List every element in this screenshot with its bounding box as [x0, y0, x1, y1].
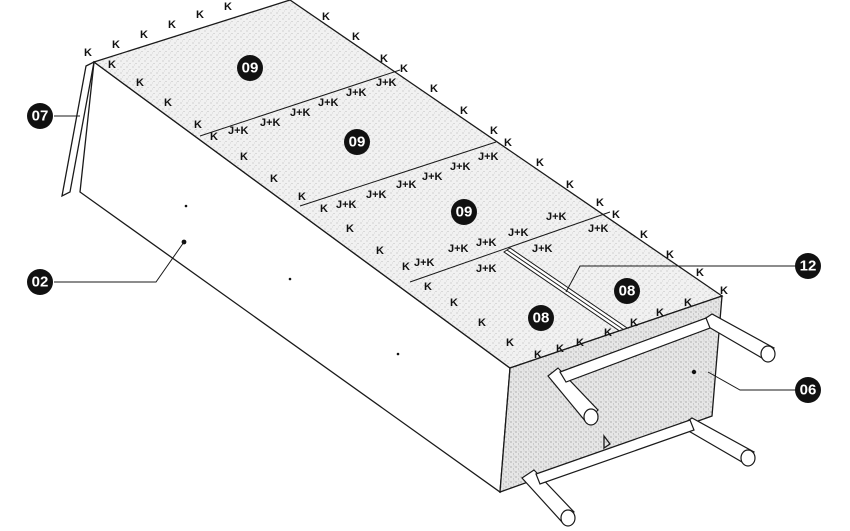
svg-text:K: K [194, 119, 202, 131]
leader-12 [565, 265, 796, 293]
svg-text:J+K: J+K [346, 87, 367, 99]
svg-text:J+K: J+K [318, 97, 339, 109]
svg-text:K: K [320, 203, 328, 215]
svg-text:J+K: J+K [532, 243, 553, 255]
svg-text:J+K: J+K [376, 77, 397, 89]
screw-hole [396, 352, 400, 356]
svg-text:K: K [666, 249, 674, 261]
svg-text:K: K [346, 223, 354, 235]
part-badge-08-right: 08 [614, 278, 640, 304]
svg-text:K: K [402, 261, 410, 273]
svg-text:02: 02 [32, 274, 49, 291]
svg-text:K: K [112, 39, 120, 51]
svg-text:K: K [504, 137, 512, 149]
screw-hole [691, 369, 697, 375]
svg-text:K: K [596, 197, 604, 209]
panel-seam-1 [199, 69, 401, 137]
svg-text:06: 06 [800, 382, 817, 399]
svg-text:K: K [168, 19, 176, 31]
svg-text:J+K: J+K [448, 243, 469, 255]
svg-text:K: K [210, 131, 218, 143]
svg-text:12: 12 [800, 258, 817, 275]
svg-text:K: K [298, 191, 306, 203]
svg-text:K: K [224, 1, 232, 13]
svg-text:K: K [640, 229, 648, 241]
svg-text:09: 09 [242, 60, 259, 77]
svg-text:K: K [656, 307, 664, 319]
svg-text:K: K [630, 317, 638, 329]
svg-text:K: K [604, 327, 612, 339]
svg-text:K: K [108, 59, 116, 71]
panel-seam-2 [299, 141, 497, 207]
svg-text:K: K [424, 281, 432, 293]
svg-text:K: K [430, 83, 438, 95]
svg-text:K: K [322, 11, 330, 23]
svg-text:K: K [490, 125, 498, 137]
svg-text:K: K [450, 297, 458, 309]
svg-text:K: K [534, 349, 542, 361]
svg-text:K: K [140, 29, 148, 41]
svg-text:K: K [566, 179, 574, 191]
svg-text:K: K [164, 97, 172, 109]
svg-text:J+K: J+K [336, 199, 357, 211]
part-badge-09-middle: 09 [344, 129, 370, 155]
part-badge-09-lower: 09 [451, 199, 477, 225]
svg-text:K: K [696, 267, 704, 279]
svg-text:K: K [400, 63, 408, 75]
svg-text:K: K [352, 31, 360, 43]
svg-text:J+K: J+K [422, 171, 443, 183]
part-badge-12: 12 [795, 253, 821, 279]
part-badge-07: 07 [27, 103, 53, 129]
part-badge-09-top: 09 [237, 55, 263, 81]
part-badge-06: 06 [795, 377, 821, 403]
svg-text:J+K: J+K [546, 211, 567, 223]
end-strip [61, 60, 95, 198]
part-badge-02: 02 [27, 269, 53, 295]
svg-text:K: K [380, 53, 388, 65]
svg-text:J+K: J+K [260, 117, 281, 129]
svg-text:K: K [240, 151, 248, 163]
svg-text:K: K [84, 47, 92, 59]
hardware-labels: K K K K K K K K K K K K K K K K K K K K … [84, 1, 728, 361]
svg-text:J+K: J+K [478, 151, 499, 163]
svg-text:K: K [720, 285, 728, 297]
svg-text:J+K: J+K [228, 125, 249, 137]
end-panel [499, 295, 723, 493]
svg-text:J+K: J+K [476, 237, 497, 249]
svg-text:K: K [536, 157, 544, 169]
leader-06 [707, 371, 796, 391]
svg-text:K: K [506, 337, 514, 349]
joint-labels: J+K J+K J+K J+K J+K J+K J+K J+K J+K J+K … [228, 77, 609, 275]
svg-text:J+K: J+K [396, 179, 417, 191]
svg-text:K: K [576, 337, 584, 349]
screw-hole [288, 277, 292, 281]
svg-text:J+K: J+K [290, 107, 311, 119]
svg-text:K: K [196, 9, 204, 21]
leg-frame [521, 313, 776, 527]
svg-text:K: K [684, 297, 692, 309]
svg-text:K: K [136, 77, 144, 89]
svg-text:07: 07 [32, 108, 49, 125]
svg-text:08: 08 [533, 310, 550, 327]
svg-text:K: K [478, 317, 486, 329]
part-badge-08-left: 08 [528, 305, 554, 331]
svg-text:J+K: J+K [508, 227, 529, 239]
svg-text:J+K: J+K [450, 161, 471, 173]
leader-02 [54, 241, 185, 283]
svg-text:K: K [376, 245, 384, 257]
svg-text:09: 09 [349, 134, 366, 151]
svg-text:K: K [460, 105, 468, 117]
svg-text:J+K: J+K [414, 257, 435, 269]
svg-text:08: 08 [619, 283, 636, 300]
svg-text:J+K: J+K [476, 263, 497, 275]
svg-text:J+K: J+K [588, 223, 609, 235]
svg-text:K: K [270, 173, 278, 185]
screw-hole [184, 204, 188, 208]
svg-text:K: K [556, 343, 564, 355]
svg-text:K: K [612, 209, 620, 221]
svg-text:J+K: J+K [366, 189, 387, 201]
panel-seam-3 [409, 211, 611, 283]
svg-text:09: 09 [456, 204, 473, 221]
